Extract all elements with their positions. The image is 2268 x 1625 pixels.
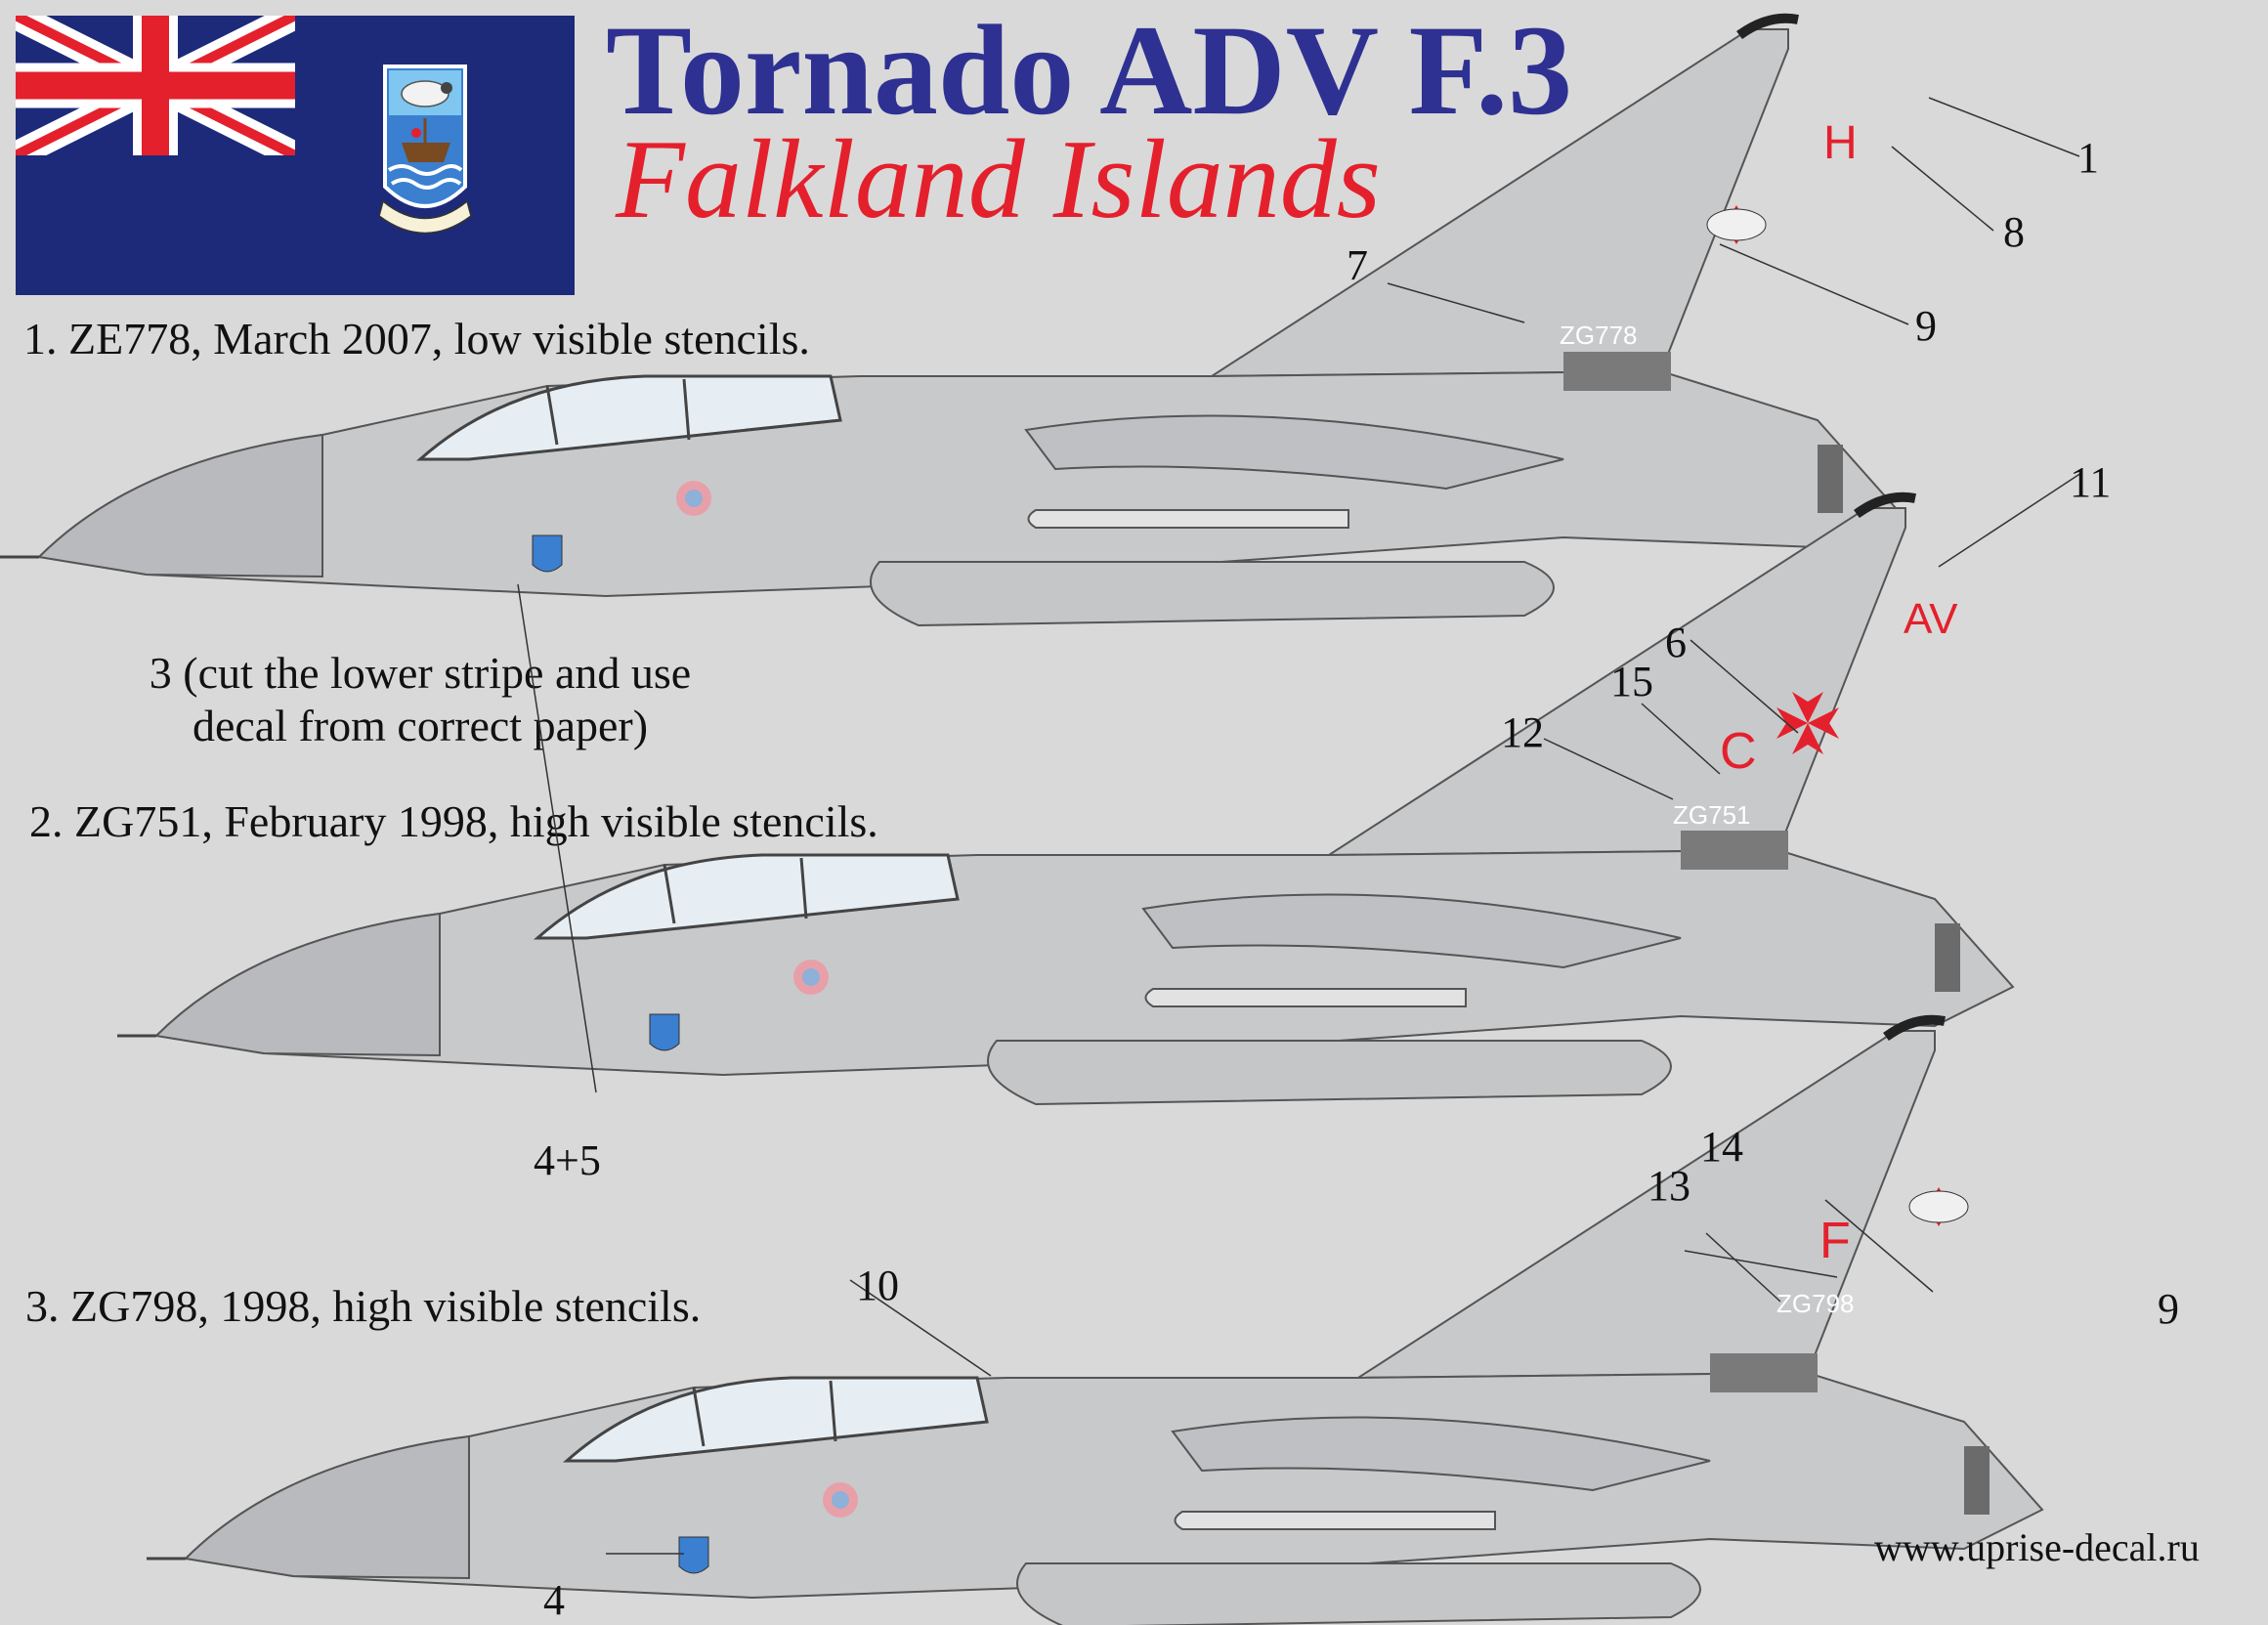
falkland-crest-icon — [532, 535, 563, 573]
maltese-cross-icon — [1776, 692, 1839, 754]
aircraft-profile-1: H ZG778 — [0, 19, 1896, 625]
coat-of-arms-icon — [378, 64, 472, 235]
callout-8: 8 — [2003, 208, 2025, 256]
aircraft-profile-2: AV C ZG751 — [117, 497, 2013, 1104]
squadron-badge-icon — [1908, 1187, 1969, 1226]
scheme-3-caption: 3. ZG798, 1998, high visible stencils. — [25, 1281, 702, 1331]
callout-9-bottom: 9 — [2158, 1285, 2179, 1333]
callout-9-top: 9 — [1915, 302, 1937, 350]
tail-code-1: H — [1823, 117, 1858, 169]
serial-3: ZG798 — [1776, 1289, 1855, 1318]
decal-3-note: 3 (cut the lower stripe and use decal fr… — [149, 648, 692, 751]
callout-13: 13 — [1648, 1162, 1690, 1210]
serial-2: ZG751 — [1673, 800, 1751, 830]
scheme-2-caption: 2. ZG751, February 1998, high visible st… — [29, 796, 878, 846]
callout-6: 6 — [1665, 619, 1687, 666]
falkland-islands-flag — [16, 16, 575, 295]
callout-7: 7 — [1347, 241, 1368, 289]
callout-15: 15 — [1610, 658, 1653, 706]
falkland-crest-icon — [649, 1013, 680, 1051]
page-title: Tornado ADV F.3 — [606, 0, 1573, 142]
callout-10: 10 — [856, 1262, 899, 1309]
page-subtitle: Falkland Islands — [616, 117, 1381, 242]
falkland-crest-icon — [678, 1536, 709, 1574]
callout-11: 11 — [2070, 458, 2112, 506]
callout-4-5: 4+5 — [534, 1136, 601, 1184]
aircraft-profile-3: F ZG798 — [147, 1020, 2042, 1625]
callout-1: 1 — [2077, 134, 2099, 182]
callout-4: 4 — [543, 1576, 565, 1624]
callout-14: 14 — [1700, 1123, 1743, 1171]
callout-12: 12 — [1501, 708, 1544, 756]
scheme-1-caption: 1. ZE778, March 2007, low visible stenci… — [23, 314, 810, 363]
serial-1: ZG778 — [1560, 321, 1638, 350]
tail-code-3: F — [1819, 1213, 1851, 1269]
tail-code-2: C — [1720, 723, 1757, 780]
website-link[interactable]: www.uprise-decal.ru — [1874, 1525, 2200, 1569]
squadron-badge-icon — [1706, 205, 1767, 244]
fin-code-2: AV — [1904, 595, 1958, 643]
callout-leader-lines — [517, 97, 2082, 1555]
